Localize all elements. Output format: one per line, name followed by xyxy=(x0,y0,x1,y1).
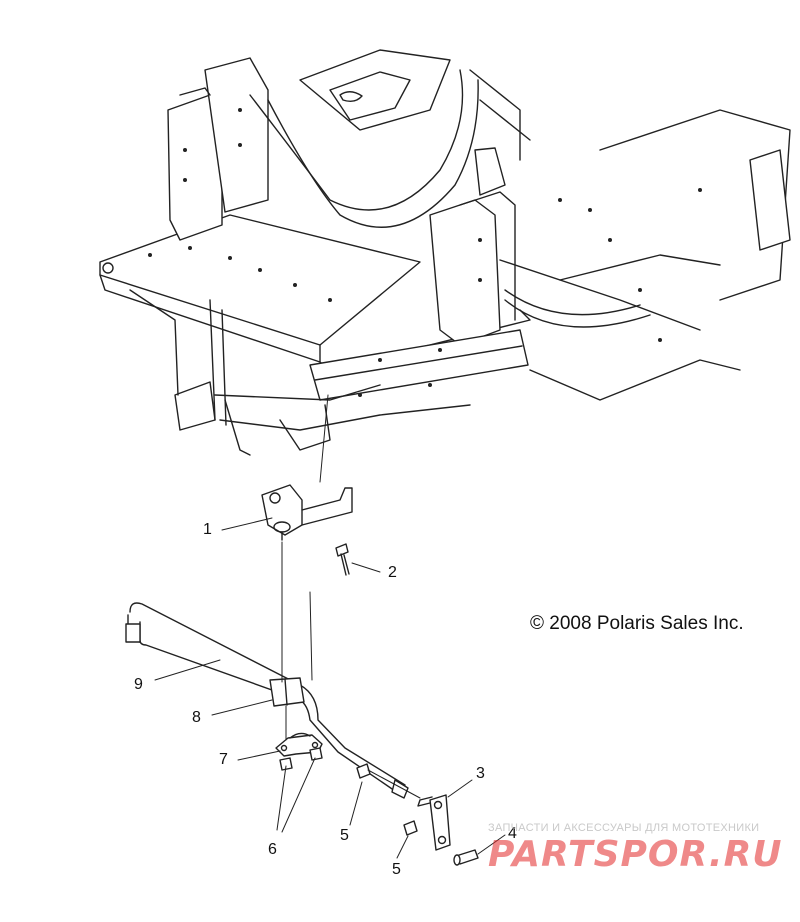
guide-lines xyxy=(281,394,421,799)
callout-1: 1 xyxy=(203,521,212,538)
nuts-part xyxy=(279,747,418,836)
bushing-part xyxy=(269,677,305,707)
bolt-part xyxy=(335,543,350,576)
callout-5-upper: 5 xyxy=(340,827,349,844)
callout-4: 4 xyxy=(508,825,517,842)
callout-5-lower: 5 xyxy=(392,861,401,878)
leader-lines xyxy=(154,517,506,859)
callout-7: 7 xyxy=(219,751,228,768)
bracket-part xyxy=(261,484,353,541)
callout-3: 3 xyxy=(476,765,485,782)
watermark-tagline: ЗАПЧАСТИ И АКСЕССУАРЫ ДЛЯ МОТОТЕХНИКИ xyxy=(488,822,760,834)
callout-6: 6 xyxy=(268,841,277,858)
watermark-logo: PARTSPOR.RU xyxy=(488,834,783,875)
vehicle-frame xyxy=(99,49,791,456)
link-part xyxy=(417,794,451,851)
callout-8: 8 xyxy=(192,709,201,726)
callout-2: 2 xyxy=(388,564,397,581)
callout-9: 9 xyxy=(134,676,143,693)
copyright-text: © 2008 Polaris Sales Inc. xyxy=(530,613,744,634)
pin-part xyxy=(453,849,479,866)
